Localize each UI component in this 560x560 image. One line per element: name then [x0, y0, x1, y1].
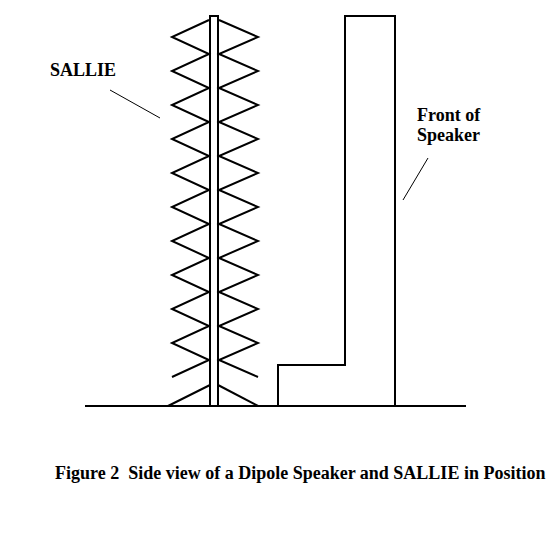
sallie-pole [210, 16, 218, 406]
zigzag-stroke [172, 20, 209, 377]
figure-caption: Figure 2 Side view of a Dipole Speaker a… [55, 462, 560, 484]
part-label: Front of Speaker [417, 105, 517, 145]
leader-line [403, 158, 428, 200]
sallie-base-leg [218, 385, 258, 406]
floor-line [85, 405, 466, 407]
sallie-base-leg [168, 385, 210, 406]
part-label: SALLIE [50, 60, 140, 80]
sallie-zigzag [172, 20, 258, 377]
leader-line [110, 90, 160, 118]
dipole-speaker [278, 16, 395, 406]
zigzag-stroke [219, 20, 258, 377]
